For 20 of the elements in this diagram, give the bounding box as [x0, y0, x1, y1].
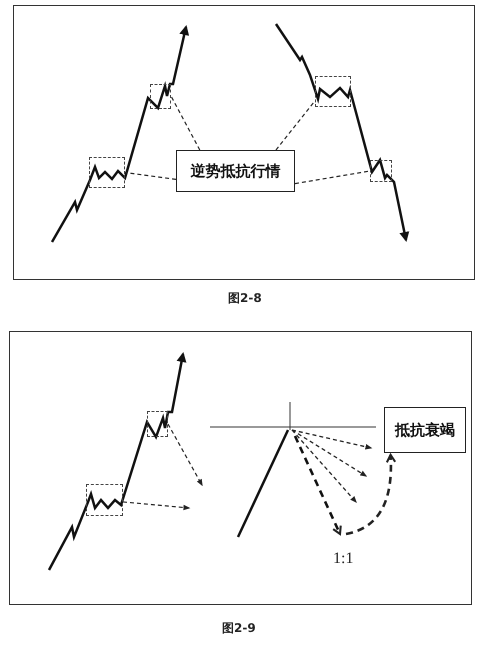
callout-text: 抵抗衰竭: [395, 420, 455, 440]
dashed-box: [370, 160, 392, 182]
figure-caption: 图2-9: [222, 620, 256, 637]
dashed-box: [147, 411, 168, 437]
callout-box: [384, 407, 466, 453]
leader-line: [124, 172, 176, 180]
leader-line: [294, 170, 370, 184]
dashed-arrow: [122, 501, 190, 510]
callout-text: 逆势抵抗行情: [190, 162, 280, 180]
curved-arrow: [346, 454, 396, 536]
dashed-box: [89, 157, 125, 188]
leader-line: [170, 96, 200, 150]
dashed-box: [86, 484, 123, 516]
dashed-arrow: [167, 424, 203, 486]
dashed-box: [315, 76, 351, 107]
callout-box: [176, 150, 295, 192]
ratio-label: 1:1: [333, 550, 354, 568]
figure-caption: 图2-8: [228, 290, 262, 307]
dashed-box: [150, 84, 171, 109]
leader-line: [276, 100, 316, 150]
